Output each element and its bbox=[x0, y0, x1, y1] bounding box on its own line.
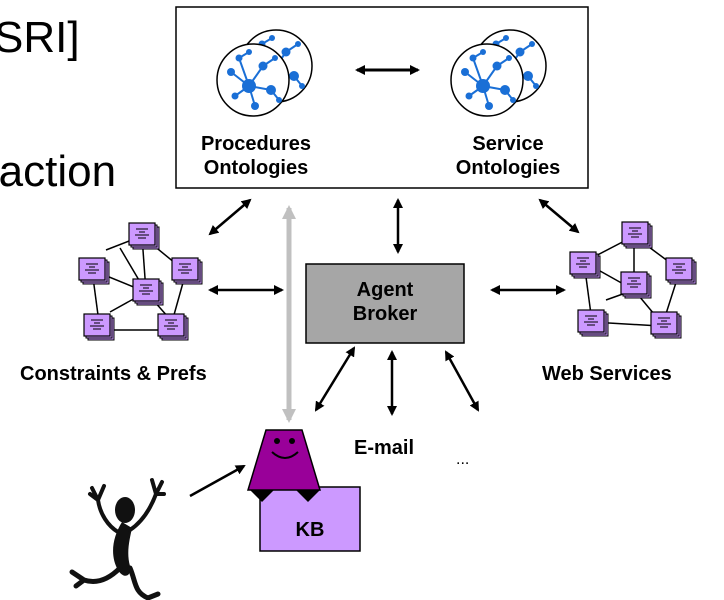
agent-broker-label: Agent Broker bbox=[306, 278, 464, 326]
constraints-prefs-label: Constraints & Prefs bbox=[20, 363, 207, 385]
web-services-label: Web Services bbox=[542, 363, 672, 385]
arrow-broker-agent bbox=[314, 346, 356, 412]
slide-text-line1: SRI] bbox=[0, 13, 80, 62]
agent-broker-box bbox=[305, 263, 465, 344]
service-label-line1: Service bbox=[472, 133, 544, 155]
broker-label-line1: Agent bbox=[356, 279, 414, 301]
arrow-ontologies-webservices bbox=[538, 198, 580, 234]
dancing-user-icon bbox=[69, 478, 166, 600]
arrow-broker-more bbox=[444, 350, 480, 412]
connection-arrows bbox=[189, 198, 580, 498]
kb-label: KB bbox=[295, 519, 325, 541]
service-ontologies-label: Service Ontologies bbox=[438, 132, 578, 180]
constraints-network bbox=[78, 222, 203, 341]
procedures-ontologies-label: Procedures Ontologies bbox=[186, 132, 326, 180]
arrow-constraints-ontologies bbox=[208, 198, 252, 236]
service-label-line2: Ontologies bbox=[455, 157, 561, 179]
web-services-network bbox=[569, 221, 697, 339]
procedures-label-line2: Ontologies bbox=[203, 157, 309, 179]
ellipsis-label: ... bbox=[456, 451, 470, 468]
arrow-user-agent bbox=[189, 464, 246, 498]
agent-head bbox=[246, 429, 322, 491]
procedures-label-line1: Procedures bbox=[200, 133, 312, 155]
email-label: E-mail bbox=[354, 437, 415, 459]
slide-text-line2: raction bbox=[0, 147, 117, 196]
agent-icon bbox=[246, 429, 361, 552]
broker-label-line2: Broker bbox=[352, 303, 418, 325]
